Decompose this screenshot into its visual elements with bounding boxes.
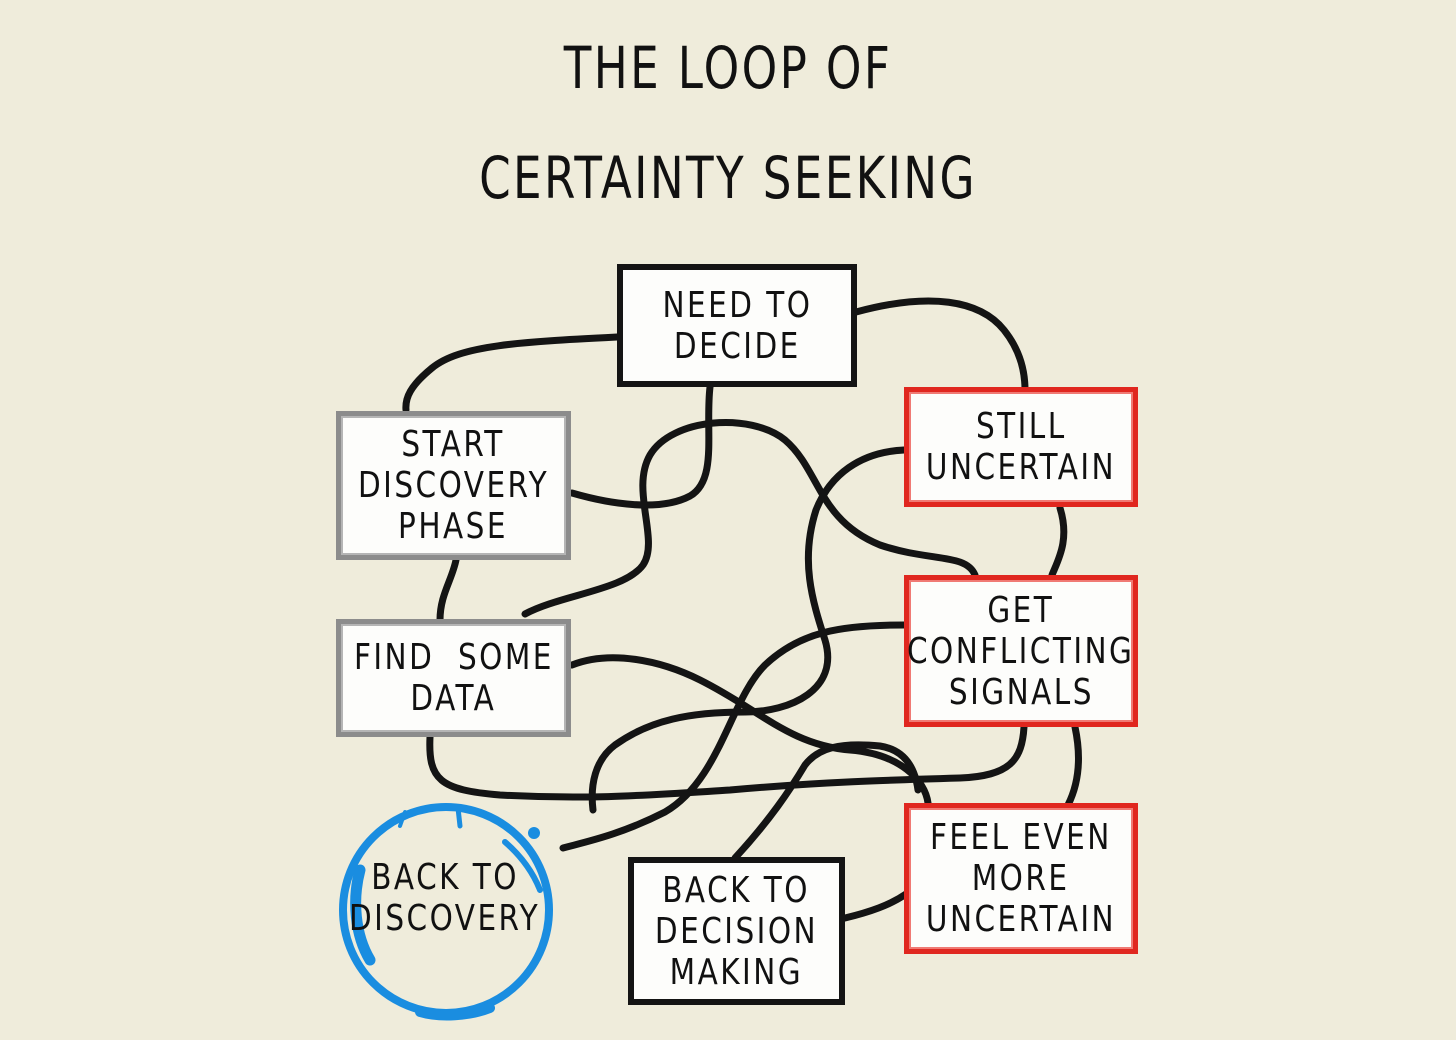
node-label-line: UNCERTAIN — [925, 899, 1117, 940]
node-label-line: NEED TO — [661, 284, 812, 326]
node-still-uncertain: STILL UNCERTAIN — [904, 387, 1138, 507]
node-label-line: START — [401, 424, 506, 465]
connector-still-to-conflict — [1048, 504, 1068, 579]
connector-conflict-to-feel — [1064, 723, 1082, 809]
connector-conflict-to-circle — [559, 621, 908, 852]
node-label-line: DATA — [410, 678, 497, 719]
node-label-line: PHASE — [398, 506, 509, 547]
ink-drop-small — [373, 982, 379, 988]
connector-still-to-wander — [588, 446, 908, 814]
node-label-line: BACK TO — [371, 857, 519, 898]
connector-decision-to-feel — [841, 890, 910, 922]
connector-find-to-feel — [568, 654, 932, 807]
node-label-line: STILL — [975, 406, 1067, 447]
node-label-line: DISCOVERY — [349, 898, 541, 939]
back-to-discovery-circle — [339, 803, 553, 1021]
connector-decision-up — [731, 741, 922, 862]
node-label-line: FIND SOME — [353, 637, 554, 678]
node-label-line: MAKING — [669, 951, 804, 993]
node-label-line: BACK TO — [662, 869, 811, 911]
node-label-line: DECIDE — [673, 325, 801, 367]
node-feel-even-more-uncertain: FEEL EVEN MORE UNCERTAIN — [904, 803, 1138, 954]
node-label-line: CONFLICTING — [907, 630, 1135, 672]
node-label-line: SIGNALS — [948, 671, 1094, 713]
diagram-title-line-1: THE LOOP OF — [563, 34, 893, 102]
node-label-line: UNCERTAIN — [925, 447, 1117, 488]
node-find-some-data: FIND SOME DATA — [336, 619, 571, 737]
connector-wander-1 — [521, 419, 979, 618]
node-need-to-decide: NEED TO DECIDE — [617, 264, 857, 387]
node-label-line: DECISION — [654, 910, 819, 952]
ink-drop — [528, 827, 540, 839]
connector-find-loop — [426, 723, 1028, 801]
node-label-line: MORE — [972, 858, 1070, 899]
connector-need-to-discovery — [568, 383, 714, 509]
node-back-to-discovery: BACK TO DISCOVERY — [345, 853, 545, 943]
node-label-line: GET — [987, 589, 1055, 631]
node-get-conflicting-signals: GET CONFLICTING SIGNALS — [904, 575, 1138, 727]
node-back-to-decision-making: BACK TO DECISION MAKING — [628, 857, 845, 1005]
connector-need-to-still — [852, 297, 1029, 394]
node-start-discovery-phase: START DISCOVERY PHASE — [336, 411, 571, 560]
diagram-title-line-2: CERTAINTY SEEKING — [479, 144, 977, 212]
node-label-line: DISCOVERY — [357, 465, 550, 506]
connector-start-to-find — [436, 556, 460, 624]
node-label-line: FEEL EVEN — [930, 817, 1112, 858]
connector-need-to-start — [402, 333, 622, 414]
